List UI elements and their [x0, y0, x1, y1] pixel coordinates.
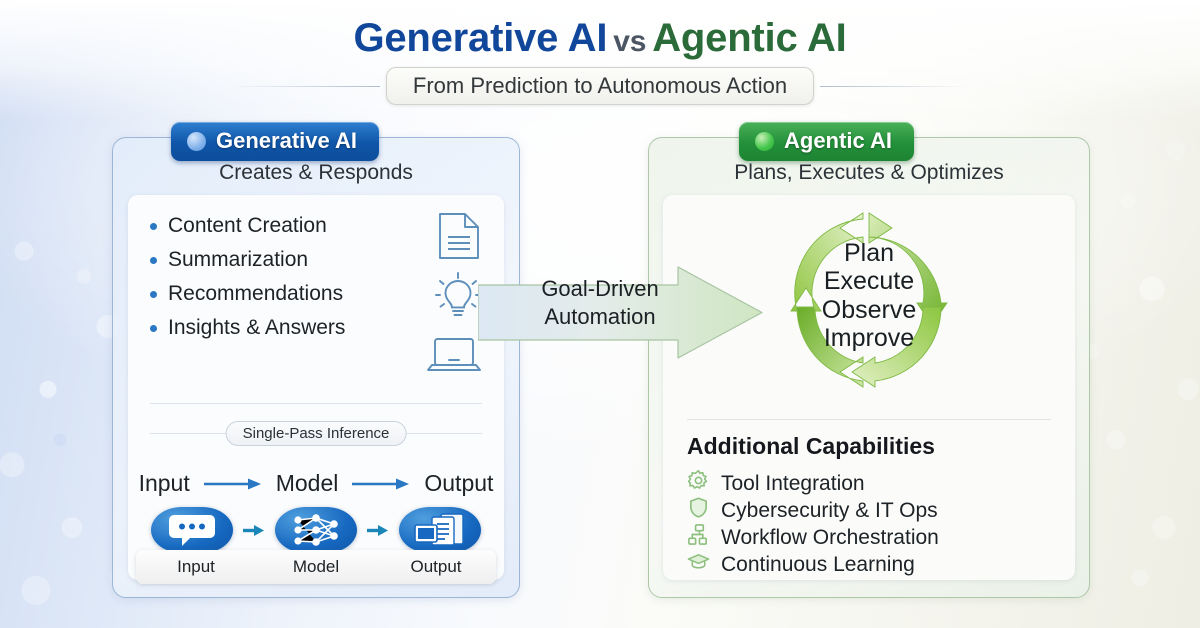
arrow-label-line2: Automation	[544, 304, 656, 330]
subtitle-row: From Prediction to Autonomous Action	[0, 67, 1200, 105]
bullet-label: Summarization	[168, 248, 309, 271]
generative-ai-card: Content Creation Summarization Recommend…	[128, 195, 504, 584]
capability-label: Tool Integration	[721, 471, 865, 495]
documents-icon	[399, 507, 481, 553]
capabilities-list: Tool Integration Cybersecurity & IT Ops	[687, 469, 939, 578]
chat-bubble-icon	[151, 507, 233, 553]
bullet-dot-icon	[150, 256, 157, 264]
agentic-ai-subtitle: Plans, Executes & Optimizes	[734, 161, 1004, 184]
flow-arrow-icon	[203, 477, 262, 491]
single-pass-inference-tag: Single-Pass Inference	[225, 421, 407, 446]
list-item: Tool Integration	[687, 469, 939, 498]
cycle-step-execute: Execute	[823, 267, 915, 296]
card-divider-upper	[150, 403, 482, 404]
inference-flow-row: Input Model Output	[128, 470, 504, 497]
capabilities-divider	[687, 419, 1051, 420]
agentic-ai-badge-label: Agentic AI	[784, 128, 892, 153]
flow-label-output: Output	[424, 470, 494, 496]
generative-ai-badge-label: Generative AI	[216, 128, 358, 153]
subtitle-rule-left	[229, 85, 380, 87]
circular-arrows-icon	[751, 207, 987, 412]
gear-icon	[687, 469, 710, 498]
laptop-icon	[426, 335, 482, 382]
generative-ai-badge: Generative AI	[171, 122, 380, 161]
title-vs: vs	[613, 25, 647, 58]
goal-driven-automation-arrow	[477, 265, 763, 360]
bullet-label: Insights & Answers	[168, 316, 346, 339]
list-item: Workflow Orchestration	[687, 524, 939, 551]
cycle-step-improve: Improve	[823, 323, 915, 352]
bullet-dot-icon	[150, 324, 157, 332]
flow-arrow-icon	[352, 477, 410, 491]
graduation-cap-icon	[687, 550, 710, 579]
generative-ai-panel: Generative AI Creates & Responds Content…	[112, 122, 520, 598]
pipeline-label-model: Model	[292, 557, 340, 576]
bullet-dot-icon	[150, 290, 157, 298]
flow-label-model: Model	[275, 470, 339, 496]
pipeline-label-input: Input	[177, 557, 215, 576]
goal-driven-automation-label: Goal-Driven Automation	[520, 275, 680, 331]
pipeline-arrow-icon	[367, 524, 389, 537]
capabilities-heading: Additional Capabilities	[687, 433, 935, 459]
org-chart-icon	[687, 523, 710, 552]
subtitle-rule-right	[820, 85, 971, 87]
list-item: Recommendations	[150, 277, 345, 311]
title-generative-ai: Generative AI	[353, 16, 608, 60]
bullet-dot-icon	[150, 222, 157, 230]
pipeline-icon-row	[128, 507, 504, 553]
cycle-step-labels: Plan Execute Observe Improve	[822, 239, 916, 352]
list-item: Summarization	[150, 243, 345, 277]
generative-ai-subtitle: Creates & Responds	[219, 161, 413, 184]
agentic-ai-panel: Agentic AI Plans, Executes & Optimizes	[648, 122, 1090, 598]
flow-label-input: Input	[138, 470, 190, 496]
blue-dot-icon	[187, 131, 206, 151]
arrow-label-line1: Goal-Driven	[541, 276, 659, 301]
capability-label: Continuous Learning	[721, 552, 915, 576]
agentic-ai-badge: Agentic AI	[739, 122, 914, 161]
pipeline-label-output: Output	[410, 557, 462, 576]
pipeline-label-bar: Input Model Output	[136, 550, 496, 584]
title-agentic-ai: Agentic AI	[652, 16, 847, 60]
subtitle-pill: From Prediction to Autonomous Action	[385, 67, 815, 105]
agentic-cycle-diagram: Plan Execute Observe Improve	[663, 207, 1075, 412]
generative-ai-bullet-list: Content Creation Summarization Recommend…	[150, 209, 345, 345]
cycle-step-plan: Plan	[843, 239, 895, 267]
capability-label: Cybersecurity & IT Ops	[721, 498, 938, 522]
list-item: Continuous Learning	[687, 551, 939, 578]
capability-label: Workflow Orchestration	[721, 525, 939, 549]
shield-icon	[687, 496, 710, 525]
green-dot-icon	[755, 131, 774, 151]
list-item: Content Creation	[150, 209, 345, 243]
list-item: Insights & Answers	[150, 311, 345, 345]
bullet-label: Recommendations	[168, 282, 344, 305]
agentic-ai-card: Plan Execute Observe Improve Additional …	[663, 195, 1075, 580]
cycle-step-observe: Observe	[821, 295, 917, 324]
lightbulb-icon	[434, 271, 482, 328]
list-item: Cybersecurity & IT Ops	[687, 497, 939, 524]
pipeline-arrow-icon	[243, 524, 265, 537]
bullet-label: Content Creation	[168, 214, 327, 237]
neural-network-icon	[275, 507, 357, 553]
document-icon	[436, 211, 482, 266]
